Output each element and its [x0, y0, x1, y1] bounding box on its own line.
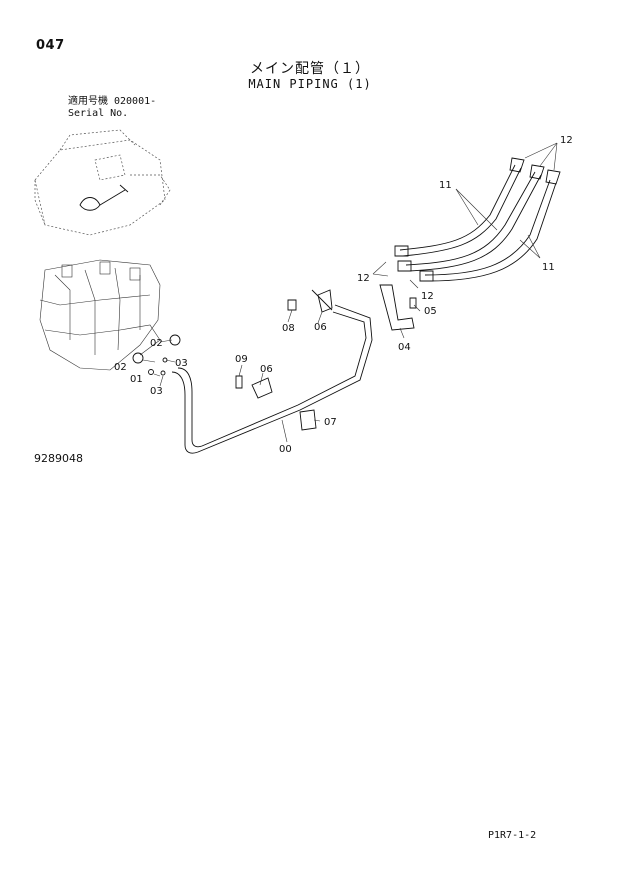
callout-00: 00: [279, 444, 292, 455]
serial-block: 適用号機 020001- Serial No.: [68, 96, 156, 120]
callout-05: 05: [424, 306, 437, 317]
callout-07: 07: [324, 417, 337, 428]
footer-page-code: P1R7-1-2: [488, 830, 537, 841]
callout-06-lower: 06: [260, 364, 273, 375]
callout-12-right: 12: [421, 291, 434, 302]
callout-12-top: 12: [560, 135, 573, 146]
hoses: [394, 157, 561, 282]
title-japanese: メイン配管（１）: [250, 61, 370, 77]
callout-03-upper: 03: [175, 358, 188, 369]
callout-02-lower: 02: [114, 362, 127, 373]
serial-label-japanese: 適用号機: [68, 96, 108, 107]
callout-11-upper: 11: [439, 180, 452, 191]
callout-06-upper: 06: [314, 322, 327, 333]
callout-09: 09: [235, 354, 248, 365]
page-number: 047: [36, 38, 65, 53]
callout-labels: 00 01 02 02 03 03 04 05 06 06 07 08 09 1…: [114, 135, 573, 455]
leader-lines: [142, 142, 558, 443]
valve-fittings: [132, 334, 181, 376]
callout-08: 08: [282, 323, 295, 334]
callout-04: 04: [398, 342, 411, 353]
title-english: MAIN PIPING (1): [248, 77, 372, 91]
control-valve-block: [39, 259, 161, 371]
callout-03-lower: 03: [150, 386, 163, 397]
bracket-and-clamps: [235, 284, 417, 431]
callout-01: 01: [130, 374, 143, 385]
callout-12-left: 12: [357, 273, 370, 284]
machine-ghost-outline: [34, 129, 171, 236]
callout-11-lower: 11: [542, 262, 555, 273]
main-pipe: [171, 289, 373, 454]
drawing-number: 9289048: [34, 452, 83, 465]
serial-label-english: Serial No.: [68, 108, 129, 119]
serial-value: 020001-: [114, 96, 157, 107]
callout-02-upper: 02: [150, 338, 163, 349]
